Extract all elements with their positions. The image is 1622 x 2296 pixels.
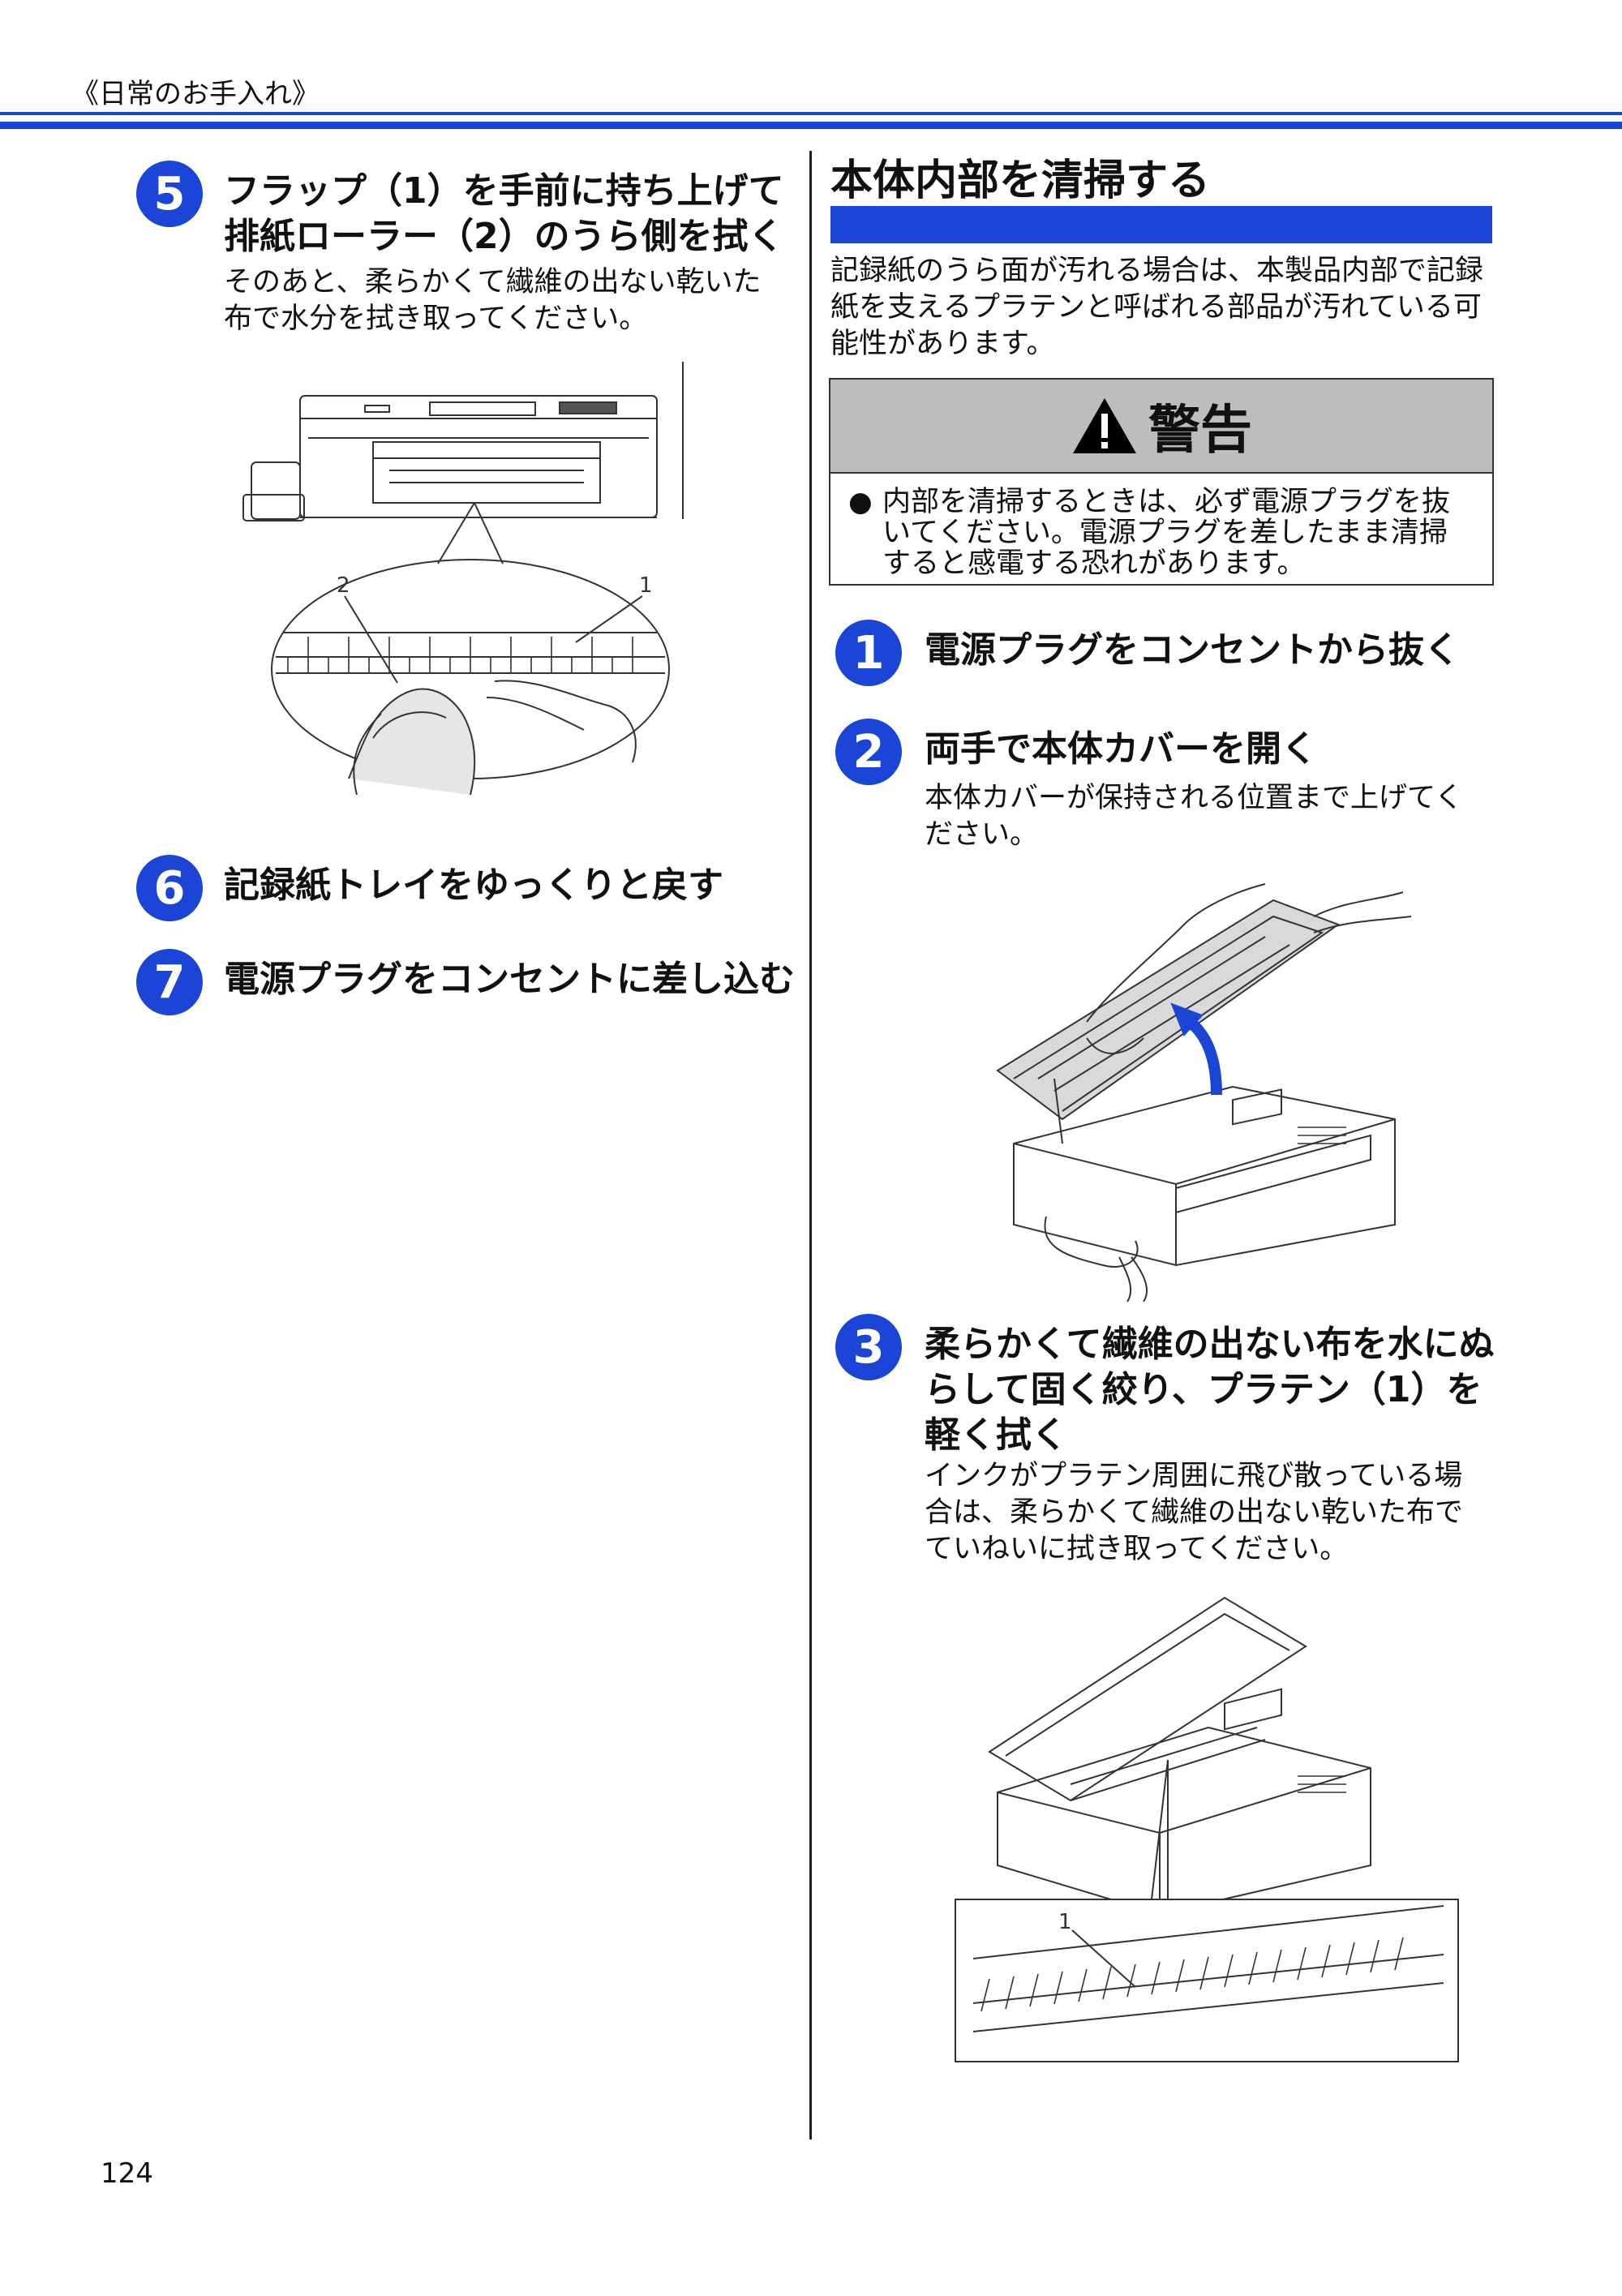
warning-title: 警告: [1148, 401, 1252, 461]
figure-platen-illustration: 1: [955, 1596, 1459, 2062]
step-2-body-line2: ださい。: [925, 818, 1039, 851]
step-5-title: フラップ（1）を手前に持ち上げて 排紙ローラー（2）のうら側を拭く: [224, 169, 784, 260]
warning-header: 警告: [830, 380, 1492, 474]
step-5-badge: 5: [136, 161, 203, 227]
step-3-body-line3: ていねいに拭き取ってください。: [925, 1533, 1349, 1565]
warning-line1: 内部を清掃するときは、必ず電源プラグを抜: [882, 486, 1451, 518]
header-title: 《日常のお手入れ》: [71, 78, 320, 110]
header-rule-thick: [0, 122, 1622, 129]
section-title: 本体内部を清掃する: [830, 157, 1211, 205]
step-3-title-line3: 軽く拭く: [925, 1414, 1067, 1456]
step-5-title-line2: 排紙ローラー（2）のうら側を拭く: [224, 216, 784, 257]
section-intro-line2: 紙を支えるプラテンと呼ばれる部品が汚れている可: [830, 291, 1482, 324]
section-intro-line1: 記録紙のうら面が汚れる場合は、本製品内部で記録: [830, 255, 1484, 287]
section-intro: 記録紙のうら面が汚れる場合は、本製品内部で記録 紙を支えるプラテンと呼ばれる部品…: [830, 253, 1483, 363]
header-rule-thin: [0, 112, 1622, 115]
step-6-badge: 6: [136, 855, 203, 921]
warning-box: 警告 ● 内部を清掃するときは、必ず電源プラグを抜 いてください。電源プラグを差…: [829, 378, 1494, 586]
step-3-title-line1: 柔らかくて繊維の出ない布を水にぬ: [925, 1324, 1495, 1365]
step-2-title: 両手で本体カバーを開く: [925, 728, 1317, 770]
step-7-badge: 7: [136, 949, 203, 1015]
warning-line2: いてください。電源プラグを差したまま清掃: [882, 517, 1448, 549]
step-5-body-line2: 布で水分を拭き取ってください。: [224, 303, 648, 335]
step-2-badge: 2: [835, 719, 902, 785]
step-3-body-line1: インクがプラテン周囲に飛び散っている場: [925, 1460, 1463, 1492]
step-1-badge: 1: [835, 620, 902, 686]
step-1-title: 電源プラグをコンセントから抜く: [925, 629, 1460, 671]
step-5-body-line1: そのあと、柔らかくて繊維の出ない乾いた: [224, 266, 762, 298]
figure-exit-roller-illustration: 2 1: [242, 362, 684, 796]
step-3-badge: 3: [835, 1314, 902, 1380]
step-7-title: 電源プラグをコンセントに差し込む: [224, 959, 795, 1000]
section-intro-line3: 能性があります。: [830, 328, 1055, 360]
step-3-title-line2: らして固く絞り、プラテン（1）を: [925, 1369, 1483, 1410]
section-title-bar: [830, 206, 1492, 243]
warning-line3: すると感電する恐れがあります。: [882, 547, 1306, 580]
step-2-body-line1: 本体カバーが保持される位置まで上げてく: [925, 782, 1463, 814]
figure1-label-2: 2: [337, 573, 350, 598]
warning-bullet: ●: [848, 486, 873, 518]
figure1-label-1: 1: [639, 573, 653, 598]
warning-body: ● 内部を清掃するときは、必ず電源プラグを抜 いてください。電源プラグを差したま…: [830, 474, 1492, 579]
step-6-title: 記録紙トレイをゆっくりと戻す: [224, 865, 723, 906]
warning-triangle-icon: [1073, 398, 1136, 453]
step-3-title: 柔らかくて繊維の出ない布を水にぬ らして固く絞り、プラテン（1）を 軽く拭く: [925, 1322, 1495, 1458]
figure3-label-1: 1: [1058, 1910, 1072, 1934]
page-number: 124: [101, 2157, 153, 2190]
column-divider: [809, 151, 812, 2139]
step-3-body: インクがプラテン周囲に飛び散っている場 合は、柔らかくて繊維の出ない乾いた布で …: [925, 1458, 1463, 1568]
step-5-body: そのあと、柔らかくて繊維の出ない乾いた 布で水分を拭き取ってください。: [224, 264, 762, 337]
step-2-body: 本体カバーが保持される位置まで上げてく ださい。: [925, 780, 1463, 853]
step-5-title-line1: フラップ（1）を手前に持ち上げて: [224, 170, 784, 212]
figure-open-cover-illustration: [996, 883, 1411, 1302]
step-3-body-line2: 合は、柔らかくて繊維の出ない乾いた布で: [925, 1496, 1463, 1529]
